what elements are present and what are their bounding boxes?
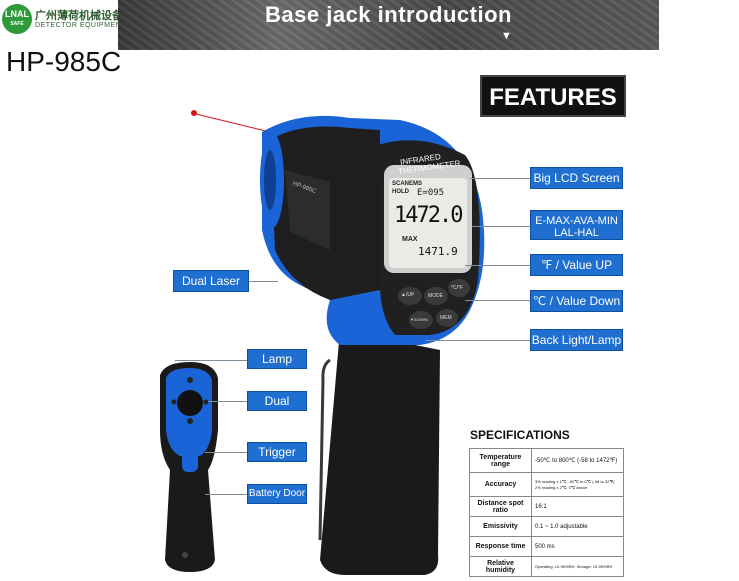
spec-key: Relative humidity xyxy=(469,556,532,577)
callout-emax: E-MAX-AVA-MIN LAL-HAL xyxy=(530,210,623,240)
table-row: Temperature range -50℃ to 800℃ (-58 to 1… xyxy=(469,448,624,473)
spec-key: Emissivity xyxy=(469,516,532,537)
lcd-max-label: MAX xyxy=(402,236,418,243)
connector-dual-laser xyxy=(208,401,247,402)
connector-backlight xyxy=(425,340,530,341)
connector-trigger xyxy=(205,452,247,453)
table-row: Emissivity 0.1 ~ 1.0 adjustable xyxy=(469,516,624,537)
spec-key: Distance spot ratio xyxy=(469,496,532,517)
logo-name-en: DETECTOR EQUIPMENT xyxy=(35,22,126,29)
connector-c-down xyxy=(465,300,530,301)
chevron-down-icon: ▼ xyxy=(501,30,512,42)
table-row: Distance spot ratio 16:1 xyxy=(469,496,624,517)
spec-value: 0.1 ~ 1.0 adjustable xyxy=(531,516,624,537)
lcd-sub-reading: 1471.9 xyxy=(418,245,458,258)
model-title: HP-985C xyxy=(6,46,122,77)
unit-up-button[interactable]: °C/°F xyxy=(451,285,464,291)
table-row: Response time 500 ms xyxy=(469,536,624,557)
logo-name-cn: 广州薄荷机械设备 xyxy=(35,10,123,22)
connector-lamp xyxy=(175,360,247,361)
spec-key: Temperature range xyxy=(469,448,532,473)
table-row: Relative humidity Operating: 10-95%RH; S… xyxy=(469,556,624,577)
lcd-hold-indicator: HOLD xyxy=(392,189,409,195)
specifications-table: Temperature range -50℃ to 800℃ (-58 to 1… xyxy=(469,448,624,577)
spec-value: -50℃ to 800℃ (-58 to 1472℉) xyxy=(531,448,624,473)
callout-trigger: Trigger xyxy=(247,442,307,462)
callout-lamp-light: Lamp Light xyxy=(247,349,307,384)
connector-big-lcd xyxy=(470,178,530,179)
spec-value: Operating: 10-95%RH; Storage: 10-95%RH xyxy=(531,556,624,577)
features-heading: FEATURES xyxy=(480,75,626,117)
lcd-emissivity: E=095 xyxy=(417,188,445,198)
connector-f-up xyxy=(465,265,530,266)
mode-button[interactable]: MODE xyxy=(428,293,443,299)
banner-title: Base jack introduction xyxy=(265,2,512,27)
callout-big-lcd: Big LCD Screen xyxy=(530,167,623,189)
connector-emax xyxy=(472,226,530,227)
spec-value: 500 ms xyxy=(531,536,624,557)
specifications-title: SPECIFICATIONS xyxy=(470,428,570,442)
callout-backlight: Back Light/Lamp xyxy=(530,329,623,351)
header-banner: Base jack introduction ▼ xyxy=(118,0,659,50)
spec-key: Response time xyxy=(469,536,532,557)
callout-dual-laser-front: Dual Laser xyxy=(173,270,249,292)
mem-button[interactable]: MEM xyxy=(440,315,452,321)
lcd-scan-indicator: SCANEMS xyxy=(392,181,423,187)
callout-f-up: ℉ / Value UP xyxy=(530,254,623,276)
connector-battery xyxy=(205,494,247,495)
spec-key: Accuracy xyxy=(469,472,532,497)
laser-up-button[interactable]: ▲/UP xyxy=(401,292,415,298)
callout-c-down: ℃ / Value Down xyxy=(530,290,623,312)
down-button[interactable]: ▼/DOWN xyxy=(410,317,428,322)
spec-value: 3% reading ± 1℃, -50℃ to 0℃ (-58 to 32℉)… xyxy=(531,472,624,497)
callout-battery-door: Battery Door xyxy=(247,484,307,504)
table-row: Accuracy 3% reading ± 1℃, -50℃ to 0℃ (-5… xyxy=(469,472,624,497)
connector-dual-laser-front xyxy=(248,281,278,282)
lcd-main-reading: 1472.0 xyxy=(394,203,463,228)
spec-value: 16:1 xyxy=(531,496,624,517)
callout-dual-laser: Dual Laser xyxy=(247,391,307,426)
